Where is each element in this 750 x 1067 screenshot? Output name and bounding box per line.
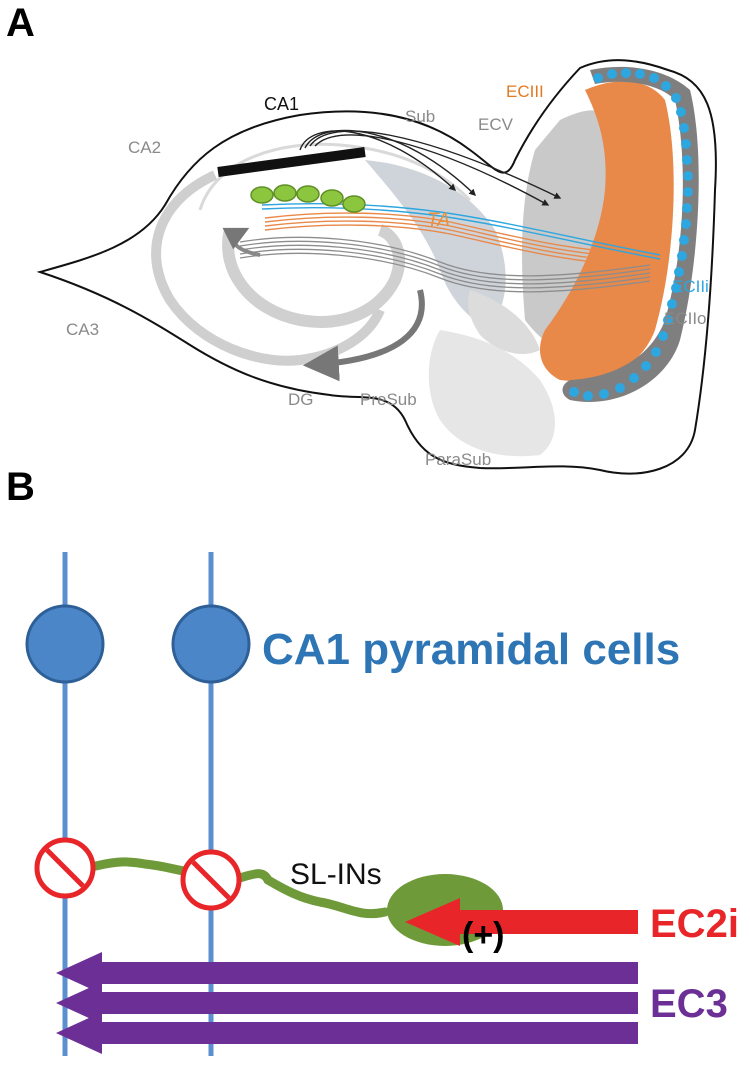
- ecii-stellate-cell: [663, 315, 673, 325]
- ecii-stellate-cell: [621, 68, 631, 78]
- inhibition-symbol-2: [180, 849, 242, 911]
- ecii-stellate-cell: [683, 171, 693, 181]
- label-ca3: CA3: [66, 320, 99, 339]
- presub-region: [468, 290, 540, 355]
- ca1-interneurons: [250, 184, 366, 213]
- panel-a: A: [6, 1, 717, 475]
- ecii-stellate-cells: [569, 68, 693, 401]
- ecii-stellate-cell: [679, 123, 689, 133]
- label-parasub: ParaSub: [425, 450, 491, 469]
- excitation-label: (+): [462, 916, 505, 954]
- eciii-layer: [540, 81, 674, 381]
- ecii-stellate-cell: [593, 73, 603, 83]
- ecii-stellate-cell: [661, 81, 671, 91]
- ec2i-label: EC2i: [650, 902, 739, 946]
- ca3-band: [151, 170, 385, 366]
- ec2i-axon: [460, 910, 638, 934]
- label-ta: TA: [427, 210, 450, 231]
- ta-pathway-blue: [261, 202, 661, 260]
- label-dg: DG: [288, 390, 314, 409]
- ecii-stellate-cell: [651, 347, 661, 357]
- ecii-stellate-cell: [641, 361, 651, 371]
- ecii-stellate-cell: [671, 93, 681, 103]
- panel-a-letter: A: [6, 1, 35, 45]
- perforant-path-bundle: [239, 236, 651, 293]
- ec3-label: EC3: [650, 982, 728, 1026]
- interneuron-axon: [83, 857, 390, 919]
- ecii-stellate-cell: [683, 187, 693, 197]
- inhibition-symbol-1: [34, 837, 96, 899]
- label-ca2: CA2: [128, 138, 161, 157]
- parasub-region: [428, 330, 555, 457]
- ecii-stellate-cell: [649, 73, 659, 83]
- label-eciii: ECIII: [506, 82, 544, 101]
- ecii-stellate-cell: [658, 331, 668, 341]
- interneuron-cell: [342, 195, 366, 213]
- ecii-stellate-cell: [674, 267, 684, 277]
- ecii-stellate-cell: [615, 383, 625, 393]
- subiculum-region: [365, 160, 506, 330]
- ca1-pyramidal-layer: [217, 147, 366, 177]
- interneuron-cell: [273, 184, 297, 202]
- ecii-layer: [562, 66, 699, 402]
- label-sub: Sub: [405, 107, 435, 126]
- ecii-stellate-cell: [681, 139, 691, 149]
- ecii-stellate-cell: [667, 299, 677, 309]
- pyramidal-soma-1: [25, 604, 105, 684]
- ec3-axons: [56, 952, 638, 1054]
- panel-b-letter: B: [6, 465, 35, 509]
- ecii-stellate-cell: [681, 219, 691, 229]
- ecii-stellate-cell: [671, 283, 681, 293]
- dg-projection-arrow: [302, 289, 425, 382]
- ecii-stellate-cell: [677, 251, 687, 261]
- ecii-stellate-cell: [599, 389, 609, 399]
- ecii-stellate-cell: [629, 373, 639, 383]
- label-ecv: ECV: [478, 115, 514, 134]
- ecii-stellate-cell: [679, 235, 689, 245]
- ec2i-arrowhead: [405, 898, 460, 946]
- pyramidal-soma-2: [171, 604, 251, 684]
- interneuron-cell: [296, 185, 320, 203]
- ca3-projection-arrow: [222, 227, 261, 257]
- ecii-stellate-cell: [682, 203, 692, 213]
- label-ecii-i: ECIIi: [672, 277, 709, 296]
- ecii-stellate-cell: [583, 391, 593, 401]
- interneuron-cell: [320, 189, 344, 207]
- panel-b: B CA1 pyramidal cells SL-INs (+) EC2i: [6, 465, 739, 1056]
- ta-pathway-orange: [264, 212, 651, 268]
- ecii-stellate-cell: [607, 69, 617, 79]
- ecii-stellate-cell: [682, 155, 692, 165]
- ca1-output-arrows: [299, 129, 562, 206]
- ecii-stellate-cell: [635, 69, 645, 79]
- label-ca1: CA1: [264, 94, 299, 114]
- interneuron-label: SL-INs: [290, 858, 382, 891]
- ecii-stellate-cell: [676, 107, 686, 117]
- interneuron-cell: [250, 186, 274, 204]
- label-ecii-o: ECIIo: [664, 309, 707, 328]
- ca1-pyramidal-title: CA1 pyramidal cells: [262, 625, 680, 674]
- label-presub: PreSub: [360, 390, 417, 409]
- ecii-stellate-cell: [569, 387, 579, 397]
